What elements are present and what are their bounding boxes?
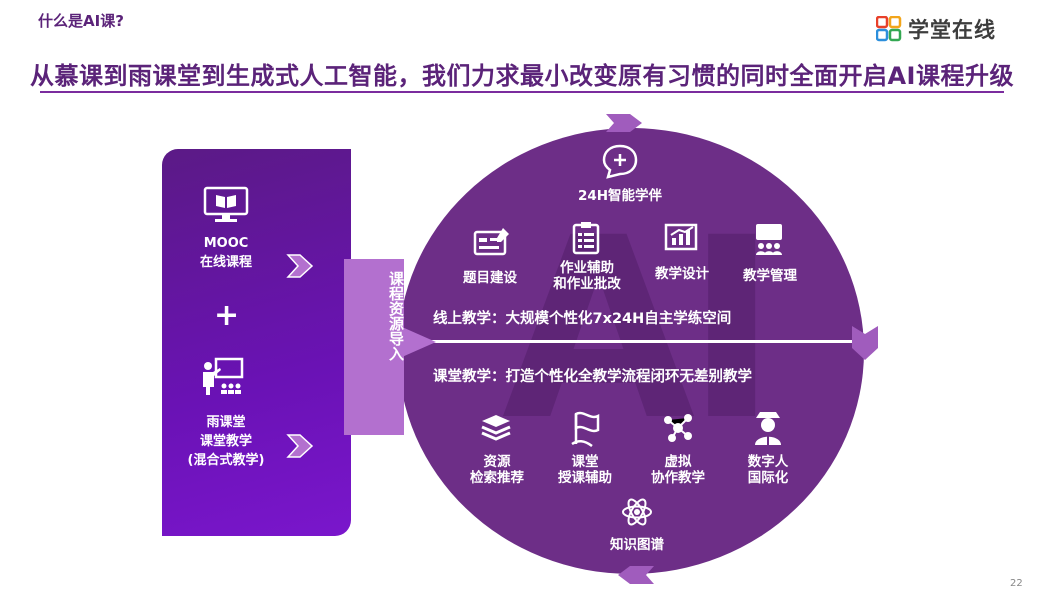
cycle-arrow-icon [618, 566, 654, 584]
knowledge-graph-label: 知识图谱 [610, 537, 664, 553]
network-nodes-icon [664, 414, 692, 442]
plus-sign: + [214, 298, 240, 333]
team-manage-icon [756, 224, 782, 255]
teaching-management-label: 教学管理 [743, 268, 797, 284]
virtual-collab-label: 虚拟 协作教学 [651, 454, 705, 486]
mooc-label: MOOC [203, 236, 249, 251]
page-number: 22 [1010, 578, 1023, 589]
title-underline [40, 91, 1004, 93]
circle-divider [400, 340, 862, 343]
course-import-label: 课程资源导入 [387, 271, 405, 361]
mooc-sub-label: 在线课程 [199, 255, 252, 270]
cycle-arrow-icon [852, 326, 878, 360]
digital-human-icon [755, 412, 781, 445]
classroom-teaching-band: 课堂教学：打造个性化全教学流程闭环无差别教学 [433, 369, 752, 385]
clipboard-checklist-icon [572, 222, 600, 255]
ai-watermark: AI [501, 184, 779, 475]
smart-companion-label: 24H智能学伴 [577, 188, 663, 204]
homework-assist-label: 作业辅助 和作业批改 [553, 260, 621, 292]
chevron-right-icon [286, 254, 314, 278]
question-building-label: 题目建设 [463, 270, 517, 286]
rain-classroom-label: 雨课堂 [206, 415, 246, 430]
import-arrow-icon [402, 327, 436, 357]
teaching-assist-label: 课堂 授课辅助 [558, 454, 612, 486]
logo-text: 学堂在线 [908, 18, 996, 42]
section-label: 什么是AI课? [38, 12, 124, 30]
teacher-icon [203, 357, 244, 395]
chevron-right-icon [286, 434, 314, 458]
online-teaching-band: 线上教学：大规模个性化7x24H自主学练空间 [433, 311, 732, 327]
flag-wave-icon [571, 411, 600, 448]
chat-plus-icon [602, 144, 638, 179]
monitor-book-icon [203, 186, 249, 222]
chart-board-icon [664, 223, 698, 251]
course-import-box [344, 259, 404, 435]
atom-icon [622, 498, 652, 526]
logo: 学堂在线 [876, 14, 996, 44]
blended-teaching-label: (混合式教学) [187, 453, 265, 468]
main-title: 从慕课到雨课堂到生成式人工智能，我们力求最小改变原有习惯的同时全面开启AI课程升… [29, 62, 1014, 90]
digital-human-label: 数字人 国际化 [747, 454, 789, 486]
teaching-design-label: 教学设计 [655, 266, 709, 282]
stacked-books-icon [481, 415, 511, 441]
question-bank-icon [473, 228, 509, 256]
logo-icon [876, 16, 902, 42]
cycle-arrow-icon [606, 114, 642, 132]
resource-search-label: 资源 检索推荐 [470, 454, 524, 486]
classroom-teaching-label: 课堂教学 [199, 434, 252, 449]
left-panel [162, 149, 351, 536]
